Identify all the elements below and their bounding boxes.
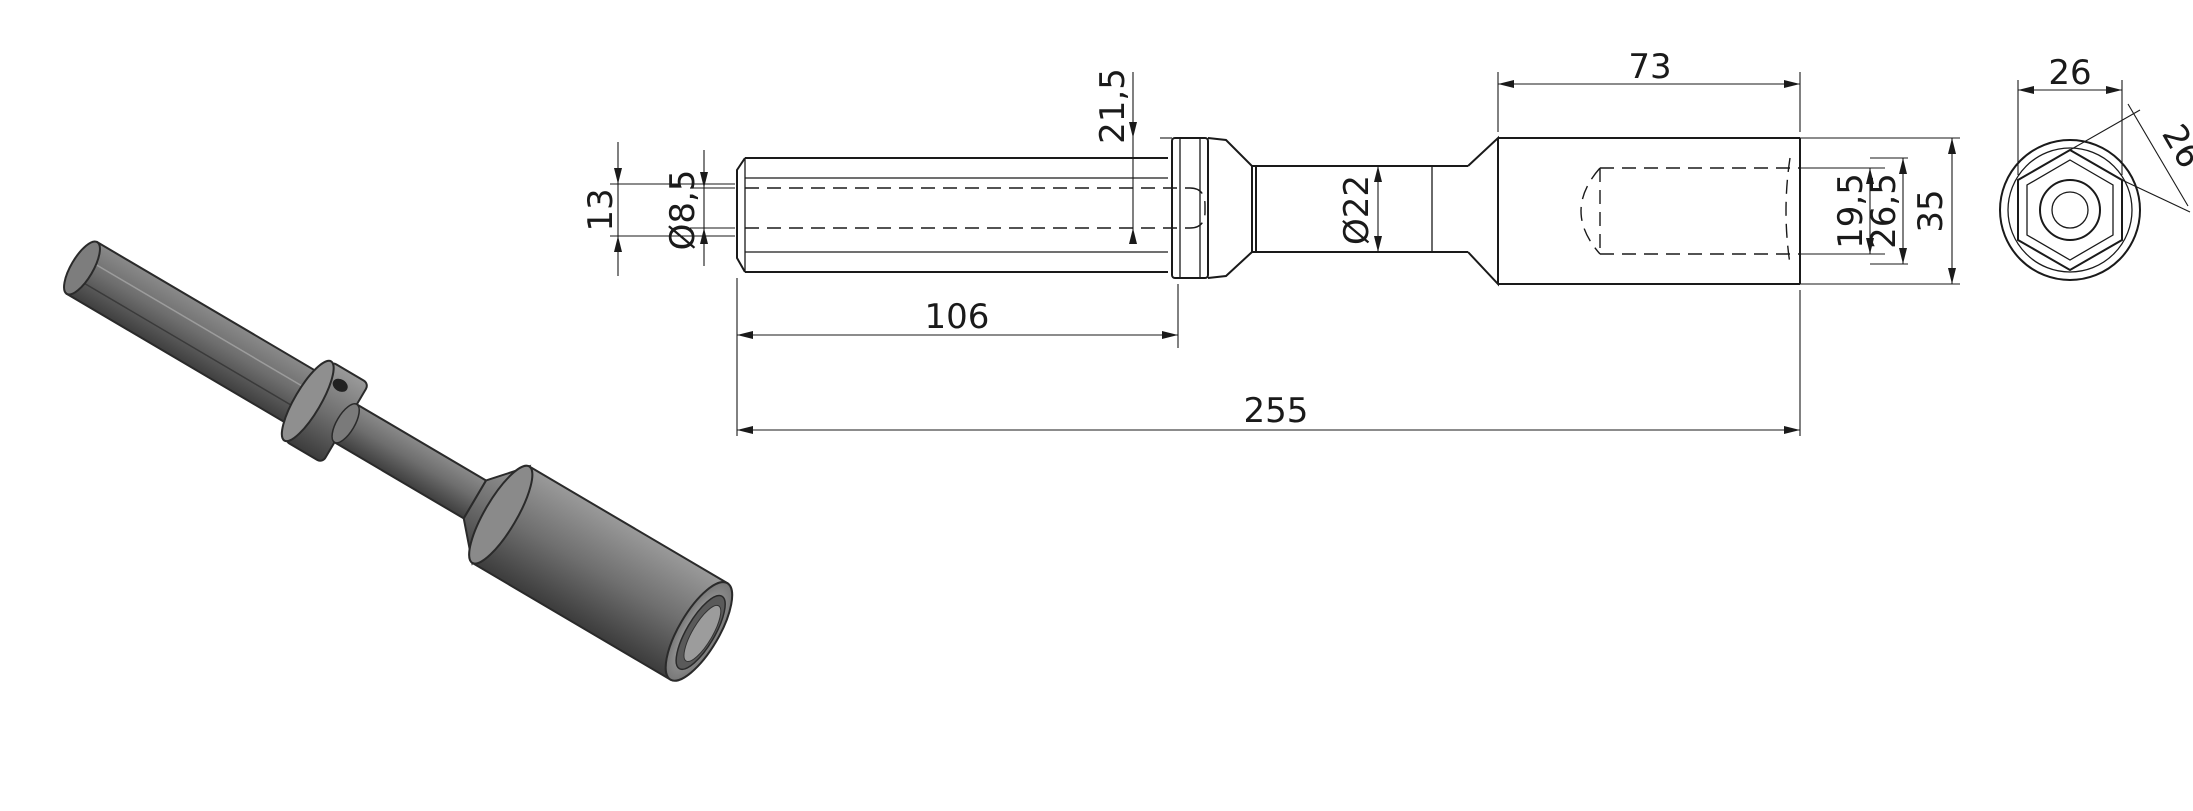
dim-socket-outer: 35 — [1911, 189, 1951, 232]
dim-end-view-diagonal: 26 — [2153, 118, 2193, 175]
dim-socket-inner-small: 19,5 — [1831, 173, 1871, 249]
end-view-outer-circle — [1999, 139, 2141, 281]
hex-shank — [736, 157, 1168, 273]
dim-overall-length: 255 — [1244, 391, 1309, 431]
collar — [1171, 137, 1253, 279]
dim-end-view-width: 26 — [2048, 53, 2091, 93]
end-view-hexagon — [2017, 148, 2123, 272]
dim-hex-flats: 13 — [581, 188, 621, 231]
dim-pin-hole-diameter: Ø8,5 — [663, 170, 703, 251]
dimension-annotations: 13 Ø8,5 21,5 106 255 Ø22 — [581, 47, 2193, 436]
dim-socket-inner-large: 26,5 — [1864, 173, 1904, 249]
dim-neck-diameter: Ø22 — [1337, 175, 1377, 245]
socket-body — [1467, 135, 1801, 287]
end-view — [1999, 139, 2141, 281]
iso-pin-hole — [332, 378, 348, 392]
dim-hex-length: 106 — [925, 297, 990, 337]
dim-socket-length: 73 — [1628, 47, 1671, 87]
iso-hex-end-face — [63, 240, 101, 296]
neck — [1252, 165, 1468, 253]
hidden-pin-bore — [745, 187, 1206, 229]
side-elevation-view — [736, 135, 1801, 287]
hidden-socket-bore — [1580, 157, 1800, 265]
isometric-part-view — [63, 240, 734, 682]
dim-collar-offset: 21,5 — [1093, 68, 1133, 144]
